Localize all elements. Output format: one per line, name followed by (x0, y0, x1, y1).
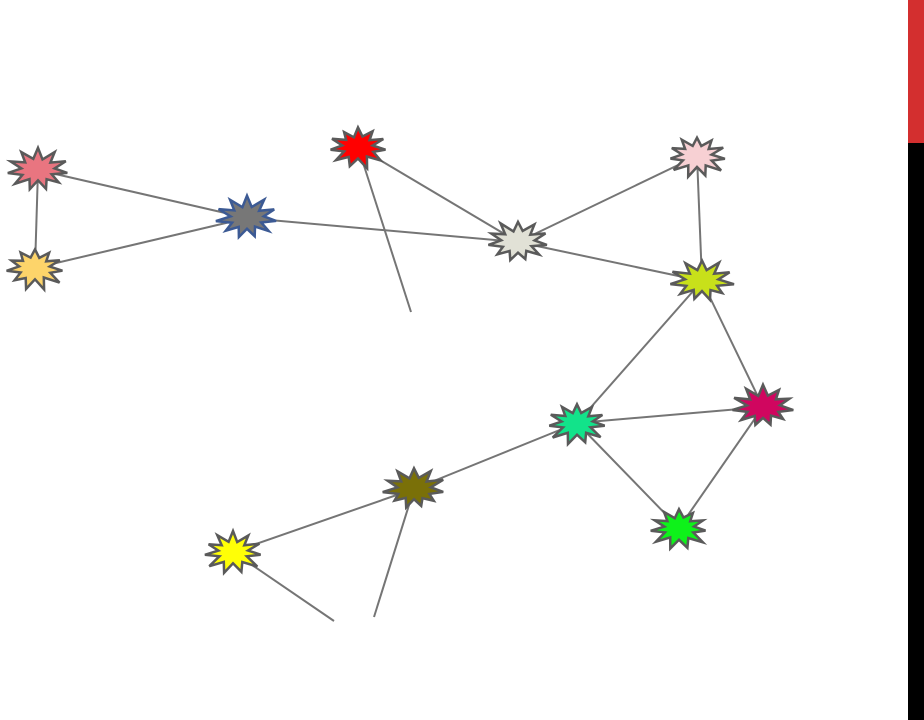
edge-n-mint-n-green (576, 422, 680, 529)
edges-layer (34, 146, 764, 622)
node-green[interactable] (649, 506, 708, 552)
node-red[interactable] (330, 124, 386, 172)
right-edge-bar-accent (908, 0, 924, 143)
edge-n-mint-n-olive (413, 422, 578, 490)
node-gold[interactable] (6, 246, 63, 293)
edge-n-gray-n-silver (246, 217, 519, 243)
edge-n-silver-n-pink (517, 155, 698, 243)
edge-n-olive-stub-b (373, 488, 415, 618)
edge-n-olive-n-yellow (232, 488, 415, 553)
edge-n-silver-n-lime (517, 241, 703, 282)
node-magenta[interactable] (732, 381, 794, 428)
node-mint[interactable] (548, 401, 606, 448)
node-pink[interactable] (670, 134, 726, 180)
edge-n-lime-n-magenta (701, 280, 764, 408)
edge-n-lime-n-mint (576, 280, 703, 424)
node-olive[interactable] (382, 465, 444, 511)
node-lime[interactable] (670, 257, 735, 303)
edge-n-magenta-n-green (678, 406, 764, 529)
nodes-layer (5, 124, 794, 576)
node-yellow[interactable] (204, 527, 261, 576)
node-gray[interactable] (215, 192, 277, 240)
edge-n-red-stub-a (357, 146, 412, 313)
edge-n-red-n-silver (357, 146, 519, 243)
node-silver[interactable] (486, 219, 548, 263)
edge-n-gold-n-gray (34, 217, 248, 269)
right-edge-bar (908, 0, 924, 720)
edge-n-mint-n-magenta (576, 406, 764, 424)
node-salmon[interactable] (5, 144, 68, 193)
edge-n-salmon-n-gray (37, 169, 248, 219)
